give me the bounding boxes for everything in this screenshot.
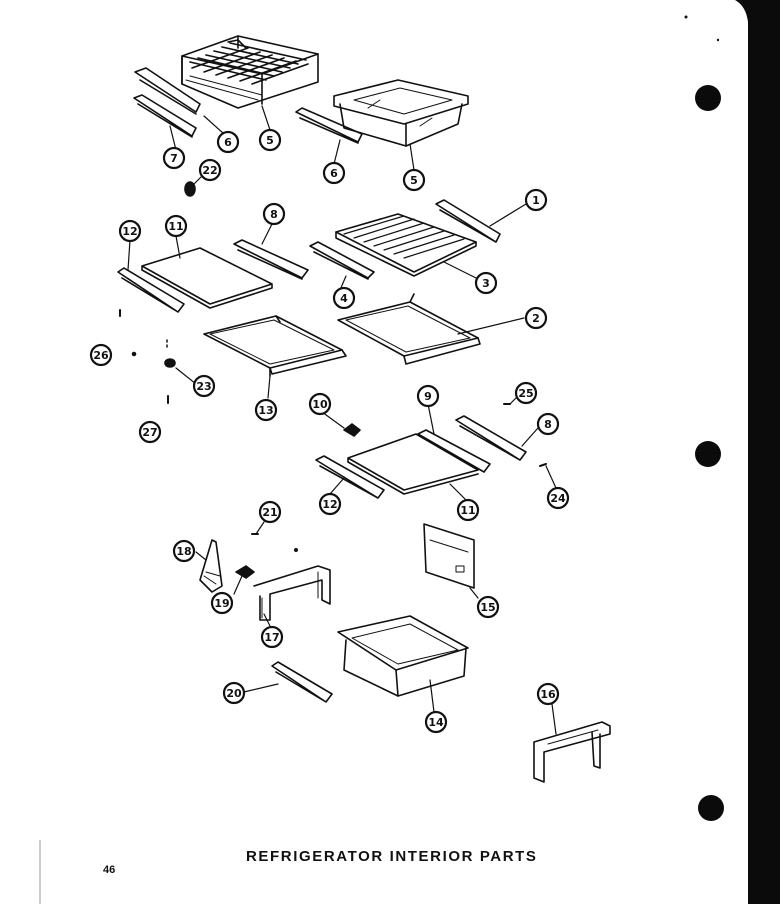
svg-text:14: 14: [428, 716, 444, 729]
rail-6: [295, 107, 363, 144]
callouts: 6 5 7 6 5 22 8 11 12 1 3 4 2 26 23 13 27…: [89, 128, 570, 734]
callout-23: 23: [192, 374, 216, 398]
svg-text:6: 6: [330, 167, 338, 180]
svg-text:22: 22: [202, 164, 217, 177]
callout-24: 24: [546, 486, 570, 510]
callout-19: 19: [210, 591, 234, 615]
shelf-frame-2: [337, 293, 481, 365]
rail-9: [417, 429, 491, 473]
callout-25: 25: [514, 381, 538, 405]
svg-text:12: 12: [122, 225, 137, 238]
callout-5b: 5: [402, 168, 426, 192]
callout-13: 13: [254, 398, 278, 422]
callout-16: 16: [536, 682, 560, 706]
glass-shelf: [141, 247, 273, 309]
leader-lines: [127, 105, 557, 735]
svg-text:8: 8: [544, 418, 552, 431]
callout-27: 27: [138, 420, 162, 444]
part-19: [235, 565, 255, 579]
rail-7a: [134, 67, 201, 115]
callout-1: 1: [524, 188, 548, 212]
svg-text:16: 16: [540, 688, 556, 701]
wire-shelf: [335, 213, 477, 277]
svg-text:27: 27: [142, 426, 157, 439]
callout-8a: 8: [262, 202, 286, 226]
callout-21: 21: [258, 500, 282, 524]
callout-7: 7: [162, 146, 186, 170]
callout-10: 10: [308, 392, 332, 416]
wire-basket: [181, 35, 319, 109]
rail-12b: [315, 455, 385, 499]
crisper-drawer-top: [333, 79, 469, 147]
svg-text:24: 24: [550, 492, 566, 505]
svg-text:6: 6: [224, 136, 232, 149]
svg-text:10: 10: [312, 398, 328, 411]
callout-18: 18: [172, 539, 196, 563]
callout-12b: 12: [318, 492, 342, 516]
callout-6a: 6: [216, 130, 240, 154]
rail-4: [309, 241, 375, 280]
svg-text:4: 4: [340, 292, 348, 305]
svg-text:23: 23: [196, 380, 211, 393]
rail-8: [233, 239, 309, 280]
callout-6b: 6: [322, 161, 346, 185]
callout-12a: 12: [118, 219, 142, 243]
svg-text:9: 9: [424, 390, 432, 403]
callout-14: 14: [424, 710, 448, 734]
binder-hole: [695, 441, 721, 467]
crisper-drawer-bottom: [337, 615, 469, 697]
svg-text:5: 5: [410, 174, 418, 187]
callout-2: 2: [524, 306, 548, 330]
svg-text:26: 26: [93, 349, 109, 362]
callout-15: 15: [476, 595, 500, 619]
svg-text:7: 7: [170, 152, 178, 165]
callout-5a: 5: [258, 128, 282, 152]
callout-11b: 11: [456, 498, 480, 522]
svg-text:11: 11: [168, 220, 183, 233]
svg-text:18: 18: [176, 545, 191, 558]
callout-22: 22: [198, 158, 222, 182]
callout-11a: 11: [164, 214, 188, 238]
svg-text:12: 12: [322, 498, 337, 511]
bracket-16: [533, 721, 611, 783]
rail-8b: [455, 415, 527, 461]
rail-12: [117, 267, 185, 313]
page-number: 46: [103, 864, 116, 876]
svg-text:17: 17: [264, 631, 279, 644]
svg-text:3: 3: [482, 277, 490, 290]
svg-text:1: 1: [532, 194, 540, 207]
bracket-17: [253, 565, 331, 621]
part-18: [199, 539, 223, 593]
callout-20: 20: [222, 681, 246, 705]
svg-text:13: 13: [258, 404, 273, 417]
callout-26: 26: [89, 343, 113, 367]
svg-text:2: 2: [532, 312, 540, 325]
svg-text:20: 20: [226, 687, 242, 700]
callout-9: 9: [416, 384, 440, 408]
callout-4: 4: [332, 286, 356, 310]
svg-text:19: 19: [214, 597, 229, 610]
clip-10: [343, 423, 361, 437]
page-edge: [39, 0, 780, 904]
svg-text:11: 11: [460, 504, 475, 517]
glass-shelf-mid: [347, 433, 479, 495]
page-caption: REFRIGERATOR INTERIOR PARTS: [246, 848, 538, 865]
svg-text:5: 5: [266, 134, 274, 147]
rail-7b: [133, 94, 197, 138]
binder-hole: [695, 85, 721, 111]
binder-hole: [698, 795, 724, 821]
callout-17: 17: [260, 625, 284, 649]
svg-text:21: 21: [262, 506, 277, 519]
callout-8b: 8: [536, 412, 560, 436]
rail-20: [271, 661, 333, 703]
shelf-frame-13: [203, 315, 347, 377]
rail-1: [435, 199, 501, 243]
svg-text:15: 15: [480, 601, 495, 614]
panel-15: [423, 523, 475, 589]
svg-text:25: 25: [518, 387, 533, 400]
callout-3: 3: [474, 271, 498, 295]
svg-text:8: 8: [270, 208, 278, 221]
